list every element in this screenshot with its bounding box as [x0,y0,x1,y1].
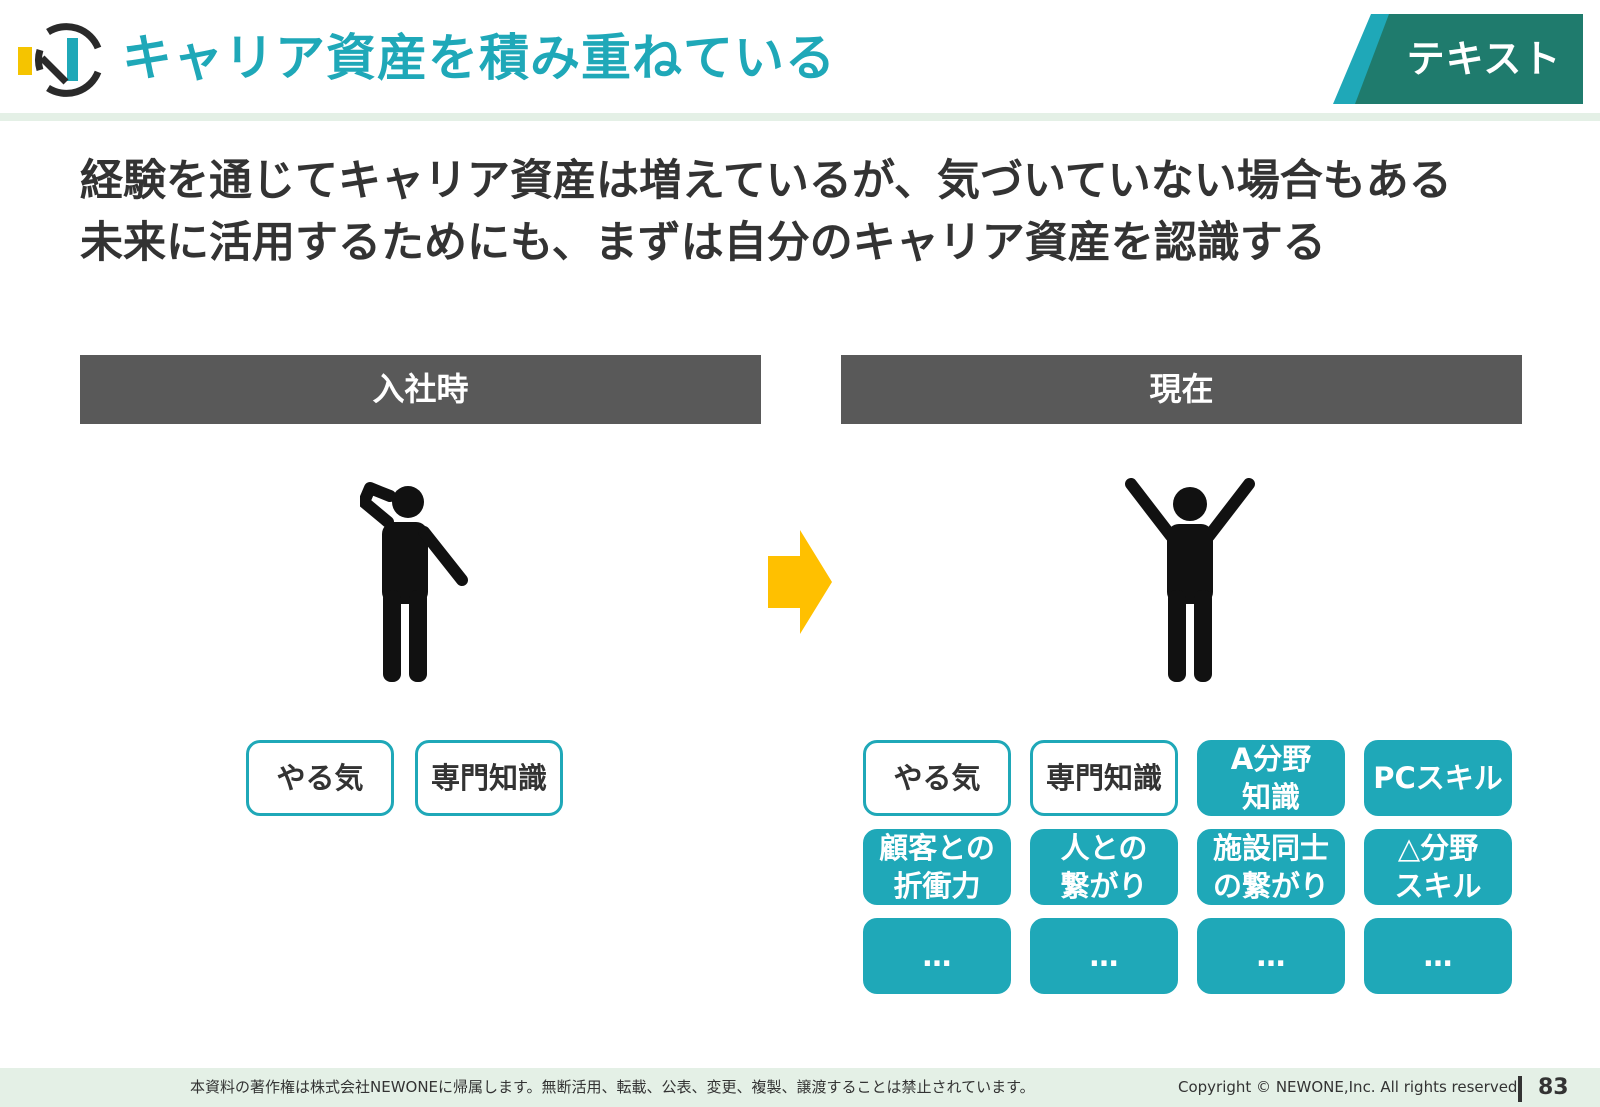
asset-chip-domain-skill: △分野 スキル [1364,829,1512,905]
asset-chip-more: … [1364,918,1512,994]
header-divider [0,113,1600,121]
asset-chip-expertise: 専門知識 [415,740,563,816]
person-raised-arms-icon [1125,478,1255,682]
asset-chip-expertise: 専門知識 [1030,740,1178,816]
asset-chip-motivation: やる気 [246,740,394,816]
asset-chip-domain-a-knowledge: A分野 知識 [1197,740,1345,816]
copyright-notice: 本資料の著作権は株式会社NEWONEに帰属します。無断活用、転載、公表、変更、複… [190,1078,1035,1096]
arrow-right-icon [768,530,832,634]
header: キャリア資産を積み重ねている テキスト [0,0,1600,112]
lead-line-2: 未来に活用するためにも、まずは自分のキャリア資産を認識する [80,218,1326,268]
lead-text: 経験を通じてキャリア資産は増えているが、気づいていない場合もある 未来に活用する… [80,150,1540,274]
lead-line-1: 経験を通じてキャリア資産は増えているが、気づいていない場合もある [80,156,1452,206]
footer: 本資料の著作権は株式会社NEWONEに帰属します。無断活用、転載、公表、変更、複… [0,1068,1600,1107]
asset-chip-motivation: やる気 [863,740,1011,816]
tag-shape [1333,14,1583,104]
asset-chip-facility-network: 施設同士 の繋がり [1197,829,1345,905]
asset-chip-more: … [863,918,1011,994]
asset-chip-personal-network: 人との 繋がり [1030,829,1178,905]
asset-chip-more: … [1197,918,1345,994]
page-number: 83 [1538,1075,1569,1100]
copyright-line: Copyright © NEWONE,Inc. All rights reser… [1178,1078,1523,1096]
person-confused-icon [360,482,468,682]
newone-logo [18,23,102,97]
asset-chip-pc-skill: PCスキル [1364,740,1512,816]
footer-separator [1518,1076,1522,1102]
section-heading-current: 現在 [841,355,1522,424]
category-tag: テキスト [1333,14,1583,104]
section-heading-joined: 入社時 [80,355,761,424]
asset-chip-negotiation: 顧客との 折衝力 [863,829,1011,905]
asset-chip-more: … [1030,918,1178,994]
tag-label: テキスト [1406,37,1562,81]
page-title: キャリア資産を積み重ねている [122,29,836,87]
